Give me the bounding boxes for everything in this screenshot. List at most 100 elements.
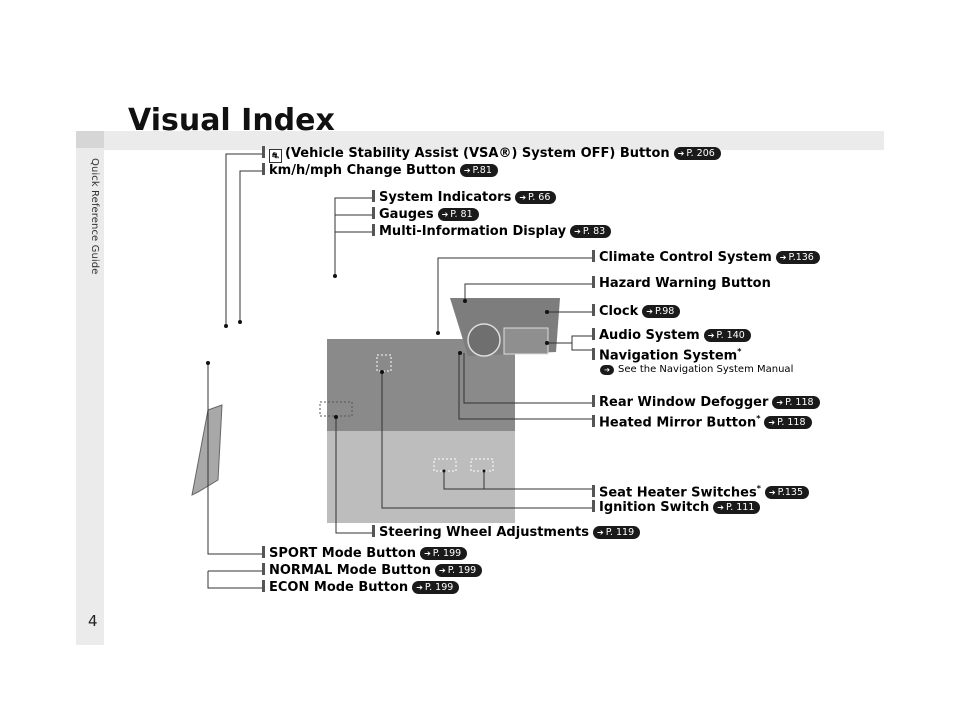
- page-ref-text: P. 111: [725, 502, 755, 513]
- label-navigation-system: Navigation System*: [592, 344, 741, 364]
- label-text: Audio System: [599, 328, 700, 343]
- label-text: Seat Heater Switches: [599, 485, 757, 501]
- page-ref-badge[interactable]: ➔P. 118: [764, 416, 812, 430]
- book-ref-icon: ➔: [600, 365, 614, 375]
- page-ref-badge[interactable]: ➔P.135: [764, 486, 809, 500]
- arrow-icon: ➔: [707, 331, 715, 340]
- arrow-icon: ➔: [677, 149, 685, 158]
- label-ignition-switch: Ignition Switch➔P. 111: [592, 500, 761, 516]
- label-text: Rear Window Defogger: [599, 395, 769, 410]
- label-text: Ignition Switch: [599, 500, 710, 515]
- label-steering-wheel: Steering Wheel Adjustments➔P. 119: [372, 525, 641, 541]
- navigation-note: ➔ See the Navigation System Manual: [600, 364, 793, 375]
- page-ref-text: P. 119: [605, 527, 635, 538]
- arrow-icon: ➔: [717, 503, 724, 512]
- label-text: km/h/mph Change Button: [269, 163, 456, 178]
- page-ref-badge[interactable]: ➔P. 83: [570, 225, 612, 238]
- page-ref-text: P. 206: [686, 148, 715, 159]
- arrow-icon: ➔: [779, 253, 787, 262]
- page-ref-badge[interactable]: ➔P. 119: [592, 526, 641, 539]
- label-multi-info-display: Multi-Information Display➔P. 83: [372, 224, 612, 240]
- label-text: System Indicators: [379, 190, 512, 205]
- label-bar: [262, 563, 265, 575]
- side-title: Quick Reference Guide: [89, 158, 100, 275]
- arrow-icon: ➔: [768, 418, 776, 428]
- page-ref-text: P. 199: [432, 548, 462, 559]
- label-normal-mode: NORMAL Mode Button➔P. 199: [262, 563, 483, 579]
- page-ref-text: P.136: [788, 252, 814, 263]
- arrow-icon: ➔: [768, 488, 776, 498]
- page-number: 4: [88, 612, 98, 630]
- label-text: Navigation System: [599, 348, 738, 364]
- page-ref-text: P. 140: [716, 330, 745, 341]
- label-text: Climate Control System: [599, 250, 772, 265]
- page-ref-badge[interactable]: ➔P. 140: [703, 329, 751, 342]
- arrow-icon: ➔: [596, 528, 604, 537]
- page-ref-text: P.98: [654, 306, 675, 317]
- dash-lower-area: [327, 431, 515, 523]
- page-ref-badge[interactable]: ➔P. 118: [772, 396, 820, 409]
- label-bar: [262, 146, 265, 158]
- page-ref-text: P. 199: [424, 582, 454, 593]
- label-bar: [262, 546, 265, 558]
- label-climate-control: Climate Control System➔P.136: [592, 250, 820, 266]
- label-econ-mode: ECON Mode Button➔P. 199: [262, 580, 460, 596]
- label-bar: [592, 485, 595, 498]
- note-text: See the Navigation System Manual: [618, 364, 794, 375]
- page-ref-badge[interactable]: ➔P.136: [775, 251, 820, 264]
- label-bar: [592, 276, 595, 288]
- audio-knob: [467, 323, 501, 357]
- page-ref-badge[interactable]: ➔P. 81: [437, 208, 479, 221]
- label-gauges: Gauges➔P. 81: [372, 207, 479, 223]
- arrow-icon: ➔: [424, 549, 431, 558]
- page-ref-badge[interactable]: ➔P. 206: [673, 147, 721, 160]
- page-ref-badge[interactable]: ➔P. 199: [420, 547, 468, 560]
- label-text: NORMAL Mode Button: [269, 563, 432, 578]
- page-ref-text: P. 66: [528, 192, 551, 203]
- label-bar: [592, 304, 595, 316]
- label-vsa-button: ⛐(Vehicle Stability Assist (VSA®) System…: [262, 146, 721, 163]
- label-heated-mirror: Heated Mirror Button*➔P. 118: [592, 411, 812, 431]
- label-text: Hazard Warning Button: [599, 276, 771, 291]
- arrow-icon: ➔: [441, 210, 449, 219]
- arrow-icon: ➔: [776, 398, 784, 407]
- label-clock: Clock➔P.98: [592, 304, 681, 320]
- label-bar: [592, 250, 595, 262]
- label-bar: [262, 163, 265, 175]
- footnote-mark: *: [756, 484, 761, 493]
- page-ref-badge[interactable]: ➔P.98: [642, 305, 681, 318]
- label-text: Heated Mirror Button: [599, 415, 757, 431]
- page-ref-badge[interactable]: ➔P. 199: [435, 564, 483, 577]
- label-audio-system: Audio System➔P. 140: [592, 328, 751, 344]
- label-bar: [592, 348, 595, 361]
- label-text: Clock: [599, 304, 639, 319]
- label-text: Multi-Information Display: [379, 224, 567, 239]
- label-bar: [592, 415, 595, 428]
- label-bar: [372, 207, 375, 219]
- page-ref-text: P.135: [777, 487, 803, 499]
- label-hazard-button: Hazard Warning Button: [592, 276, 771, 292]
- page-title: Visual Index: [128, 103, 335, 138]
- page-ref-text: P. 83: [582, 226, 606, 237]
- label-text: Gauges: [379, 207, 434, 222]
- arrow-icon: ➔: [463, 166, 471, 175]
- footnote-mark: *: [756, 414, 761, 423]
- label-text: SPORT Mode Button: [269, 546, 417, 561]
- arrow-icon: ➔: [574, 227, 581, 236]
- page-ref-text: P.81: [472, 165, 492, 176]
- page-ref-text: P. 199: [447, 565, 477, 576]
- page-ref-badge[interactable]: ➔P.81: [459, 164, 498, 177]
- label-bar: [592, 500, 595, 512]
- label-sport-mode: SPORT Mode Button➔P. 199: [262, 546, 468, 562]
- label-bar: [592, 395, 595, 407]
- arrow-icon: ➔: [416, 583, 423, 592]
- page-ref-badge[interactable]: ➔P. 111: [713, 501, 761, 514]
- page-ref-badge[interactable]: ➔P. 199: [412, 581, 460, 594]
- label-seat-heater: Seat Heater Switches*➔P.135: [592, 481, 809, 501]
- page-ref-badge[interactable]: ➔P. 66: [515, 191, 557, 204]
- label-bar: [262, 580, 265, 592]
- label-text: Steering Wheel Adjustments: [379, 525, 589, 540]
- label-rear-defogger: Rear Window Defogger➔P. 118: [592, 395, 820, 411]
- audio-panel: [503, 327, 549, 355]
